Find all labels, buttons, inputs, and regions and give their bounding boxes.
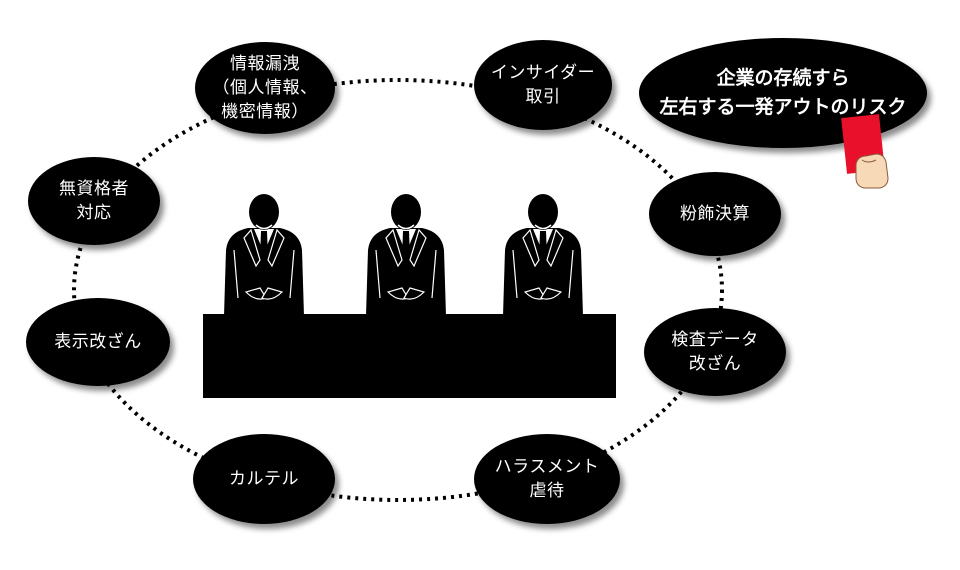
risk-bubble-unqualified-response: 無資格者 対応 bbox=[28, 157, 160, 245]
risk-bubble-inspection-data-tampering: 検査データ 改ざん bbox=[644, 308, 786, 396]
bowing-man-left bbox=[223, 193, 305, 317]
risk-bubble-cartel: カルテル bbox=[193, 434, 335, 524]
press-desk bbox=[203, 314, 616, 398]
bowing-man-center bbox=[365, 193, 447, 317]
risk-bubble-mislabeling: 表示改ざん bbox=[26, 298, 170, 386]
red-card-icon bbox=[841, 114, 889, 189]
risk-bubble-window-dressing: 粉飾決算 bbox=[649, 172, 781, 256]
risk-bubble-harassment-abuse: ハラスメント 虐待 bbox=[474, 434, 620, 524]
risk-bubble-insider-trading: インサイダー 取引 bbox=[474, 40, 612, 130]
risk-bubble-information-leak: 情報漏洩 （個人情報、 機密情報） bbox=[195, 42, 335, 134]
bowing-man-right bbox=[502, 193, 584, 317]
headline-risk-bubble: 企業の存続すら 左右する一発アウトのリスク bbox=[639, 38, 927, 148]
